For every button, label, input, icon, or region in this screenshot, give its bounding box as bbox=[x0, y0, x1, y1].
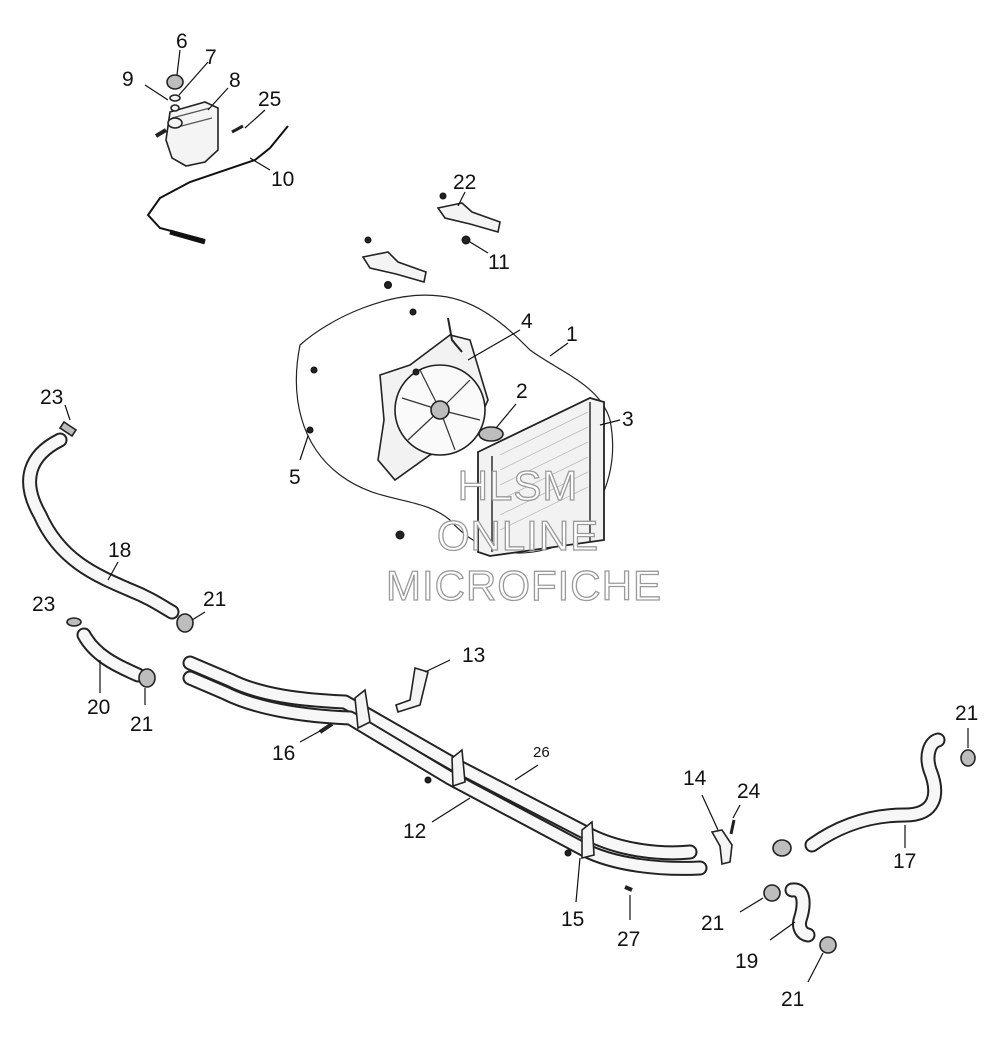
watermark: HLSM ONLINE MICROFICHE bbox=[385, 461, 662, 609]
callout-10: 10 bbox=[271, 168, 294, 191]
bracket-screw bbox=[729, 819, 736, 835]
overflow-hose-end bbox=[169, 229, 206, 245]
callout-23-a: 23 bbox=[40, 386, 63, 409]
callout-16: 16 bbox=[272, 742, 295, 765]
fan-hub bbox=[430, 400, 450, 420]
tube-bracket bbox=[354, 688, 371, 730]
callout-5: 5 bbox=[289, 466, 301, 489]
watermark-line-1: HLSM bbox=[458, 462, 579, 509]
watermark-line-2: ONLINE bbox=[437, 512, 599, 559]
callout-12: 12 bbox=[403, 820, 426, 843]
coolant-reservoir-group bbox=[144, 49, 289, 245]
callout-1: 1 bbox=[566, 323, 578, 346]
watermark-line-3: MICROFICHE bbox=[386, 562, 662, 609]
hose-clamp bbox=[66, 617, 82, 627]
hose-18-group bbox=[22, 404, 206, 633]
hose-20-group bbox=[66, 617, 156, 705]
fan-brackets bbox=[361, 191, 501, 289]
callout-13: 13 bbox=[462, 644, 485, 667]
callout-21-c: 21 bbox=[955, 702, 978, 725]
grommet bbox=[395, 530, 405, 540]
reservoir-screw bbox=[231, 124, 244, 134]
reservoir-outlet bbox=[154, 128, 168, 138]
callout-19: 19 bbox=[735, 950, 758, 973]
callout-24: 24 bbox=[737, 780, 761, 803]
cap-washer bbox=[169, 94, 181, 102]
callout-17: 17 bbox=[893, 850, 916, 873]
coolant-tube-group bbox=[182, 655, 741, 920]
bracket-nut bbox=[461, 235, 471, 245]
tube-nut bbox=[424, 776, 432, 784]
callout-11: 11 bbox=[488, 251, 510, 274]
end-bracket bbox=[710, 829, 733, 865]
tube-bracket bbox=[451, 748, 466, 788]
bracket-bolt-2 bbox=[364, 236, 372, 244]
callout-7: 7 bbox=[205, 46, 217, 69]
callout-23-b: 23 bbox=[32, 593, 55, 616]
bracket-bolt bbox=[439, 192, 447, 200]
grommet bbox=[409, 308, 417, 316]
callout-18: 18 bbox=[108, 539, 131, 562]
callout-4: 4 bbox=[521, 310, 533, 333]
support-bracket bbox=[395, 666, 429, 714]
tube-bracket bbox=[581, 820, 595, 860]
upper-bracket-left bbox=[361, 251, 427, 284]
hose-clamp bbox=[138, 668, 156, 688]
reservoir-cap bbox=[166, 74, 184, 90]
grommet bbox=[306, 426, 314, 434]
callout-21-d: 21 bbox=[701, 912, 724, 935]
callout-26: 26 bbox=[533, 744, 550, 761]
hose-clamp bbox=[819, 936, 837, 954]
cap-seal bbox=[170, 104, 180, 112]
callout-3: 3 bbox=[622, 408, 634, 431]
hose-17-19-group bbox=[739, 728, 976, 983]
hose-clamp bbox=[176, 613, 194, 633]
reservoir-neck bbox=[167, 117, 183, 129]
callout-14: 14 bbox=[683, 767, 707, 790]
grommet bbox=[310, 366, 318, 374]
callout-21-a: 21 bbox=[203, 588, 226, 611]
radiator-cap bbox=[478, 426, 504, 442]
callout-27: 27 bbox=[617, 928, 640, 951]
hose-clamp bbox=[960, 749, 976, 767]
bracket-nut-2 bbox=[384, 281, 392, 289]
reservoir-tank bbox=[165, 101, 219, 167]
callout-21-e: 21 bbox=[781, 988, 804, 1011]
tube-nut bbox=[564, 849, 572, 857]
radiator-assembly bbox=[295, 294, 621, 557]
hose-clamp bbox=[58, 420, 78, 438]
callout-labels: 1 2 3 4 5 6 7 8 9 10 11 12 13 14 15 16 1… bbox=[32, 30, 978, 1011]
tube-screw bbox=[624, 885, 633, 892]
callout-20: 20 bbox=[87, 696, 110, 719]
callout-9: 9 bbox=[122, 68, 134, 91]
tube-bolt bbox=[318, 722, 334, 734]
callout-15: 15 bbox=[561, 908, 584, 931]
callout-25: 25 bbox=[258, 88, 281, 111]
hose-clamp bbox=[772, 839, 792, 857]
fan-wire bbox=[447, 317, 463, 353]
callout-22: 22 bbox=[453, 171, 476, 194]
grommet bbox=[412, 368, 420, 376]
callout-2: 2 bbox=[516, 380, 528, 403]
overflow-hose bbox=[146, 125, 289, 241]
upper-bracket-right bbox=[436, 202, 501, 234]
hose-clamp bbox=[763, 884, 781, 902]
callout-21-b: 21 bbox=[130, 713, 153, 736]
callout-6: 6 bbox=[176, 30, 188, 53]
callout-8: 8 bbox=[229, 69, 241, 92]
radiator-core bbox=[477, 397, 605, 557]
